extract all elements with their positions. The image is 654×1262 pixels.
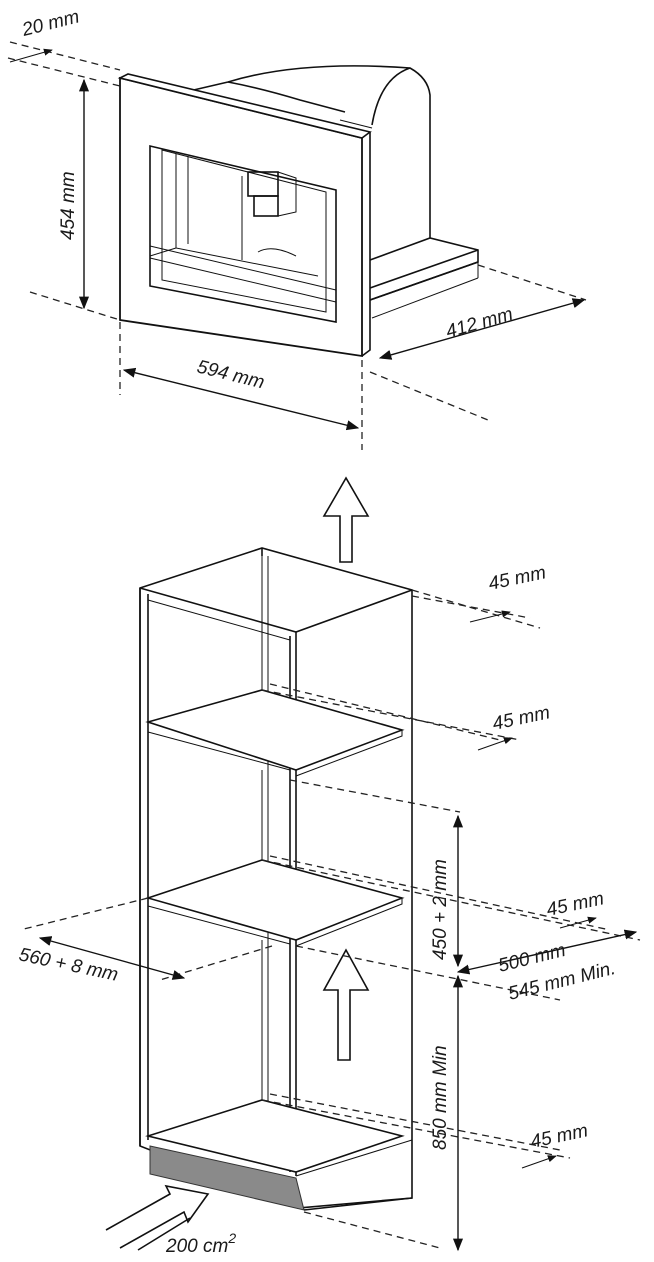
dim-top-gap: 45 mm xyxy=(487,562,548,595)
dim-niche-width: 560 + 8 mm xyxy=(17,944,120,986)
ventilation-inflow-arrows xyxy=(105,1184,210,1251)
cabinet-dimension-lines xyxy=(19,589,641,1252)
dim-niche-height: 450 + 2 mm xyxy=(430,859,451,960)
dim-shelf-gap: 45 mm xyxy=(491,702,552,735)
coffee-machine-appliance xyxy=(117,65,479,358)
dim-ventilation: 200 cm2 xyxy=(165,1230,236,1257)
dim-bottom-gap: 45 mm xyxy=(529,1120,590,1153)
kitchen-cabinet xyxy=(139,547,413,1211)
ventilation-exponent: 2 xyxy=(227,1230,236,1246)
airflow-up-arrow xyxy=(322,948,370,1061)
dim-appliance-width: 594 mm xyxy=(195,356,267,393)
dim-appliance-height: 454 mm xyxy=(58,171,79,240)
dim-min-height: 850 mm Min xyxy=(430,1045,451,1150)
ventilation-value: 200 cm xyxy=(165,1236,228,1257)
appliance-dimension-lines xyxy=(7,41,587,450)
dim-lower-shelf-gap: 45 mm xyxy=(545,888,606,921)
dim-appliance-depth: 412 mm xyxy=(444,304,516,343)
dim-panel-thickness: 20 mm xyxy=(19,6,81,41)
insertion-up-arrow xyxy=(322,476,370,563)
